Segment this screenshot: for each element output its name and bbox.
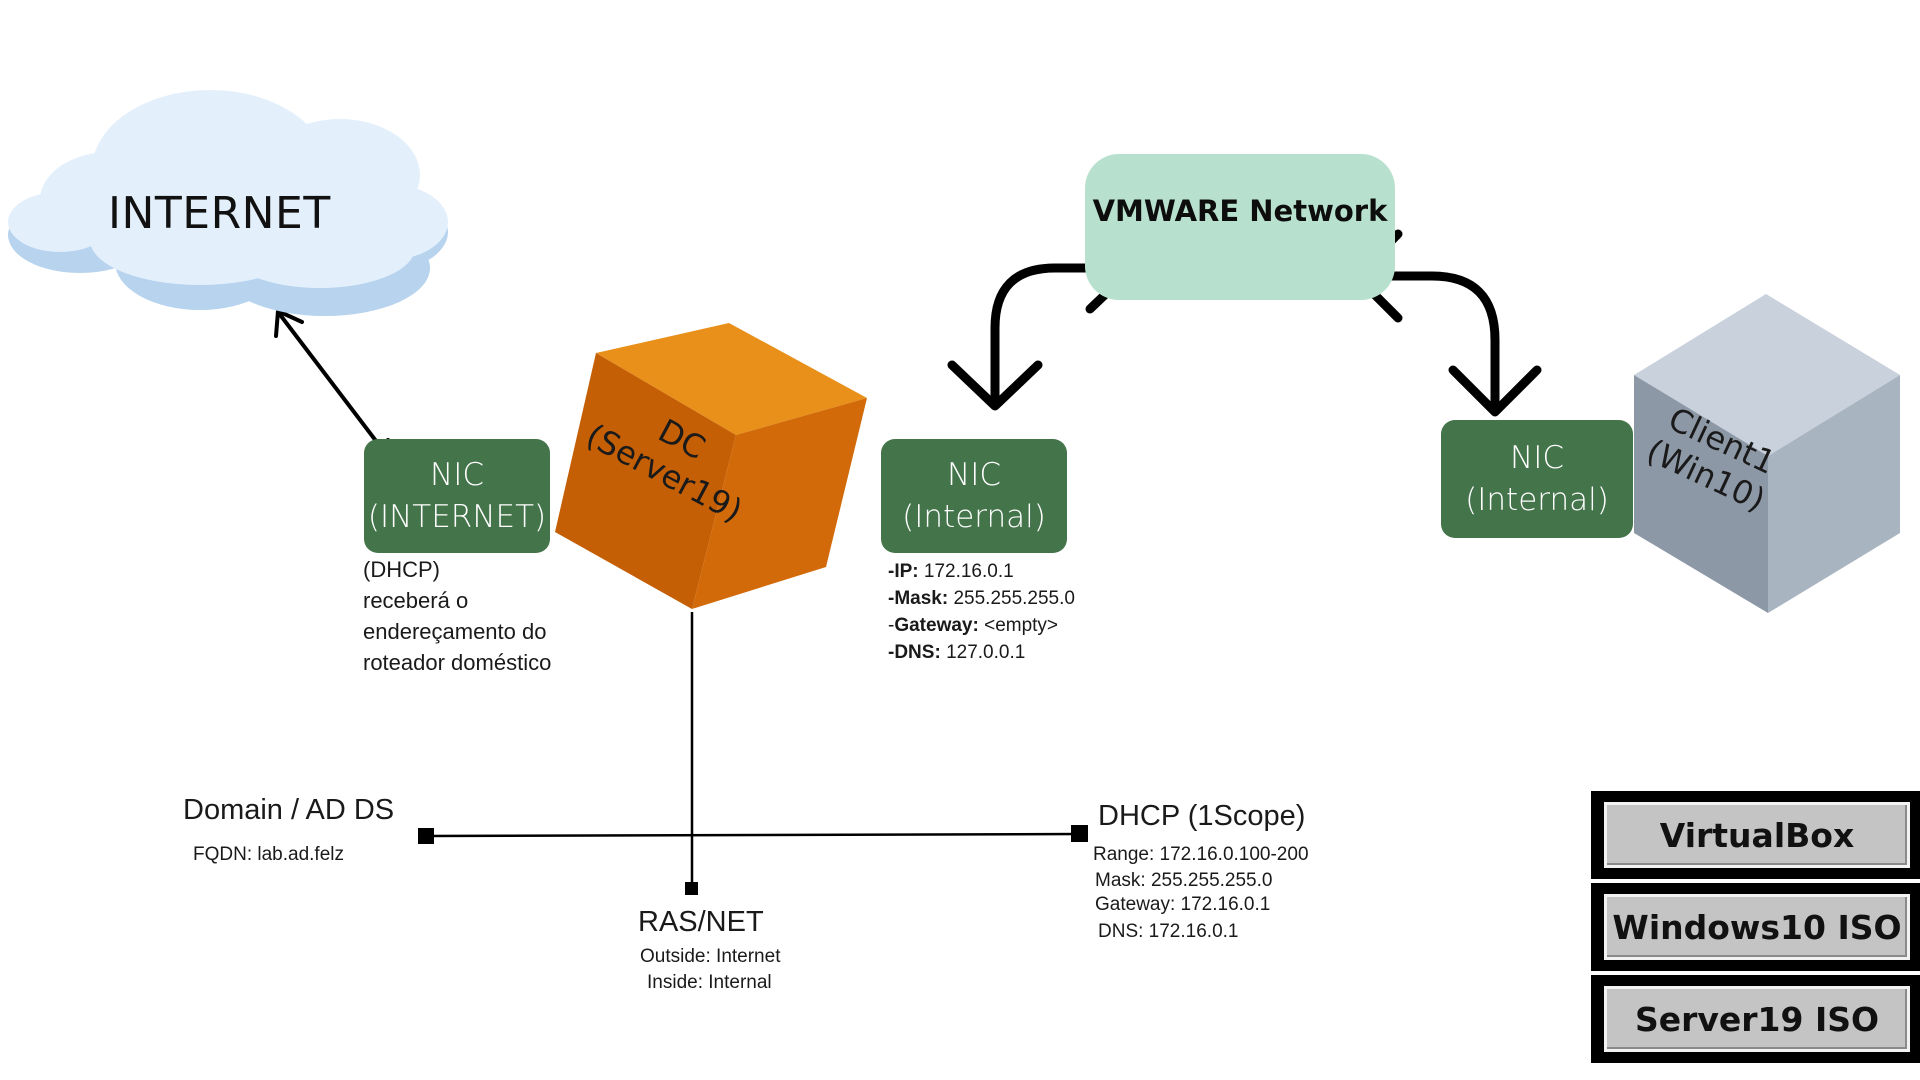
config-dns-label: -DNS: xyxy=(888,642,941,663)
config-mask-value: 255.255.255.0 xyxy=(953,588,1075,609)
role-bus-line xyxy=(425,832,1081,838)
config-ip-row: -IP: 172.16.0.1 xyxy=(888,558,1075,585)
dhcp-dns: DNS: 172.16.0.1 xyxy=(1098,921,1239,942)
config-mask-label: -Mask: xyxy=(888,588,949,609)
dhcp-note-line: roteador doméstico xyxy=(363,650,552,675)
dhcp-title: DHCP (1Scope) xyxy=(1098,800,1306,832)
stack-label: Server19 ISO xyxy=(1604,986,1910,1052)
config-dns-value: 127.0.0.1 xyxy=(946,642,1026,663)
client-internal-nic-line2: (Internal) xyxy=(1465,482,1609,518)
config-gateway-label: Gateway: xyxy=(894,615,979,636)
internet-nic-line1: NIC xyxy=(430,457,484,493)
vmware-network-node: VMWARE Network xyxy=(1085,154,1395,300)
stack-label: VirtualBox xyxy=(1604,802,1910,868)
config-dns-row: -DNS: 127.0.0.1 xyxy=(888,639,1075,666)
internet-cloud xyxy=(8,90,448,316)
stack-item-windows10-iso: Windows10 ISO xyxy=(1591,883,1920,971)
internal-nic-config: -IP: 172.16.0.1 -Mask: 255.255.255.0 -Ga… xyxy=(888,558,1075,666)
ras-outside: Outside: Internet xyxy=(640,946,781,967)
config-gateway-prefix: - xyxy=(888,615,895,636)
ras-title: RAS/NET xyxy=(638,906,764,938)
dc-cube xyxy=(555,323,867,609)
stack-label: Windows10 ISO xyxy=(1604,894,1910,960)
dhcp-note-line: endereçamento do xyxy=(363,619,547,644)
config-ip-value: 172.16.0.1 xyxy=(923,561,1014,582)
client-cube xyxy=(1634,294,1900,613)
config-gateway-value: <empty> xyxy=(984,615,1059,636)
dhcp-mask: Mask: 255.255.255.0 xyxy=(1095,870,1273,891)
dhcp-range: Range: 172.16.0.100-200 xyxy=(1093,844,1309,865)
domain-title: Domain / AD DS xyxy=(183,794,395,826)
internet-nic-box: NIC (INTERNET) xyxy=(364,439,550,553)
dc-internal-nic-line1: NIC xyxy=(947,457,1001,493)
dhcp-gateway: Gateway: 172.16.0.1 xyxy=(1095,894,1271,915)
domain-fqdn: FQDN: lab.ad.felz xyxy=(193,844,344,865)
stack-item-server19-iso: Server19 ISO xyxy=(1591,975,1920,1063)
internet-nic-line2: (INTERNET) xyxy=(367,499,547,535)
config-ip-label: -IP: xyxy=(888,561,919,582)
internet-label: INTERNET xyxy=(108,188,331,239)
dhcp-note: (DHCP) receberá o endereçamento do rotea… xyxy=(363,554,551,678)
client-internal-nic-box: NIC (Internal) xyxy=(1441,420,1633,538)
dhcp-note-line: (DHCP) xyxy=(363,557,440,582)
client-internal-nic-line1: NIC xyxy=(1510,440,1564,476)
dc-internal-nic-line2: (Internal) xyxy=(902,499,1046,535)
config-mask-row: -Mask: 255.255.255.0 xyxy=(888,585,1075,612)
vmware-network-label: VMWARE Network xyxy=(1092,194,1388,228)
dc-internal-nic-box: NIC (Internal) xyxy=(881,439,1067,553)
ras-inside: Inside: Internal xyxy=(647,972,772,993)
dhcp-note-line: receberá o xyxy=(363,588,469,613)
dhcp-node-square xyxy=(1071,825,1088,842)
ras-node-square xyxy=(685,882,698,895)
domain-node-square xyxy=(418,828,434,844)
config-gateway-row: -Gateway: <empty> xyxy=(888,612,1075,639)
stack-item-virtualbox: VirtualBox xyxy=(1591,791,1920,879)
